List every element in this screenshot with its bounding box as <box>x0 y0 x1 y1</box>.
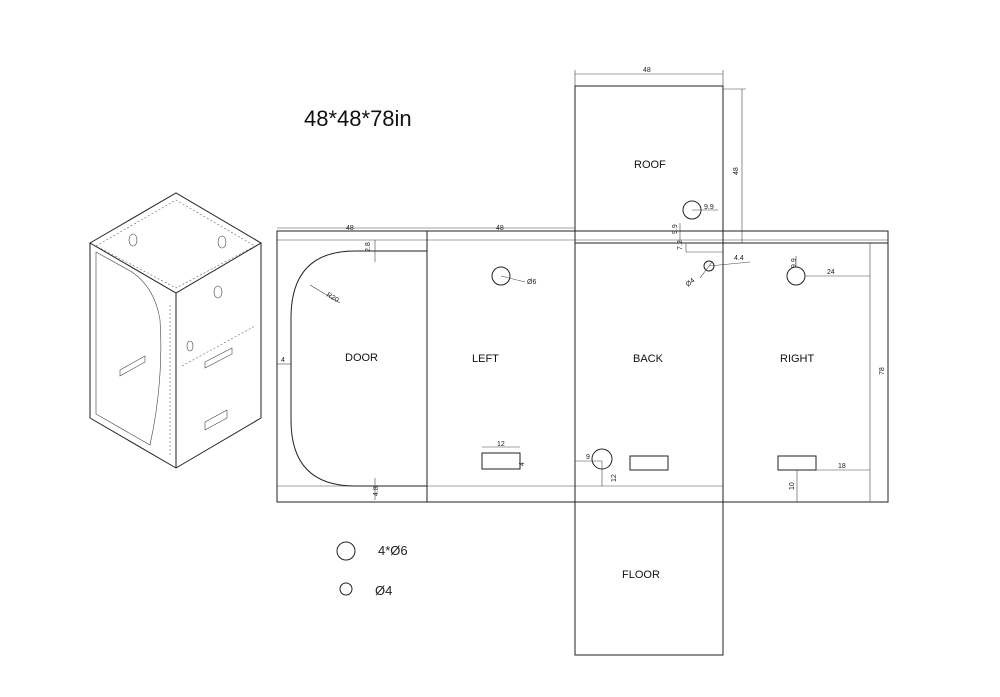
left-vent-w-dim: 12 <box>497 441 505 448</box>
door-width-dim: 48 <box>346 225 354 232</box>
right-hole-y-dim: 9.9 <box>791 258 798 268</box>
back-small-offset-dim: 4.4 <box>734 255 744 262</box>
legend-large-hole: 4*Ø6 <box>378 543 408 558</box>
back-hole-x-dim: 9 <box>586 454 590 461</box>
back-small-hole-dim: Ø4 <box>685 277 697 288</box>
panels-outline <box>276 230 889 503</box>
right-vent-y-dim: 10 <box>789 482 796 490</box>
left-label: LEFT <box>472 353 499 365</box>
left-width-dim: 48 <box>496 225 504 232</box>
door-bottom-gap-dim: 4.8 <box>373 486 380 496</box>
door-panel: DOOR 48 2.8 4 4.8 R20 <box>277 225 427 500</box>
back-label: BACK <box>633 353 664 365</box>
door-radius-dim: R20 <box>325 292 340 305</box>
right-label: RIGHT <box>780 353 815 365</box>
floor-label: FLOOR <box>622 569 660 581</box>
right-hole-x-dim: 24 <box>827 269 835 276</box>
roof-label: ROOF <box>634 159 666 171</box>
right-vent-x-dim: 18 <box>838 463 846 470</box>
right-panel: RIGHT 9.9 24 18 10 78 <box>777 243 886 502</box>
back-hole-y-dim: 12 <box>611 474 618 482</box>
small-circle-symbol <box>339 582 353 596</box>
hole-legend: 4*Ø6 Ø4 <box>336 541 408 598</box>
left-vent-h-dim: 4 <box>519 462 526 466</box>
drawing-title: 48*48*78in <box>304 106 412 131</box>
roof-width-dim: 48 <box>643 67 651 74</box>
left-panel: LEFT 48 Ø6 12 4 <box>427 225 575 470</box>
isometric-tent <box>89 192 262 469</box>
door-label: DOOR <box>345 352 378 364</box>
panel-height-dim: 78 <box>879 367 886 375</box>
door-top-gap-dim: 2.8 <box>365 242 372 252</box>
legend-small-hole: Ø4 <box>375 583 392 598</box>
large-circle-symbol <box>336 541 356 561</box>
roof-height-dim: 48 <box>733 167 740 175</box>
roof-panel: ROOF 48 48 9.9 9.9 <box>574 67 746 244</box>
roof-hole-x-dim: 9.9 <box>704 204 714 211</box>
door-side-gap-dim: 4 <box>281 357 285 364</box>
back-panel: BACK 7.2 Ø4 4.4 9 12 <box>575 240 751 486</box>
roof-offset-dim: 7.2 <box>677 240 684 250</box>
roof-hole-y-dim: 9.9 <box>672 224 679 234</box>
floor-panel: FLOOR <box>574 501 724 656</box>
left-hole-dim: Ø6 <box>527 279 536 286</box>
